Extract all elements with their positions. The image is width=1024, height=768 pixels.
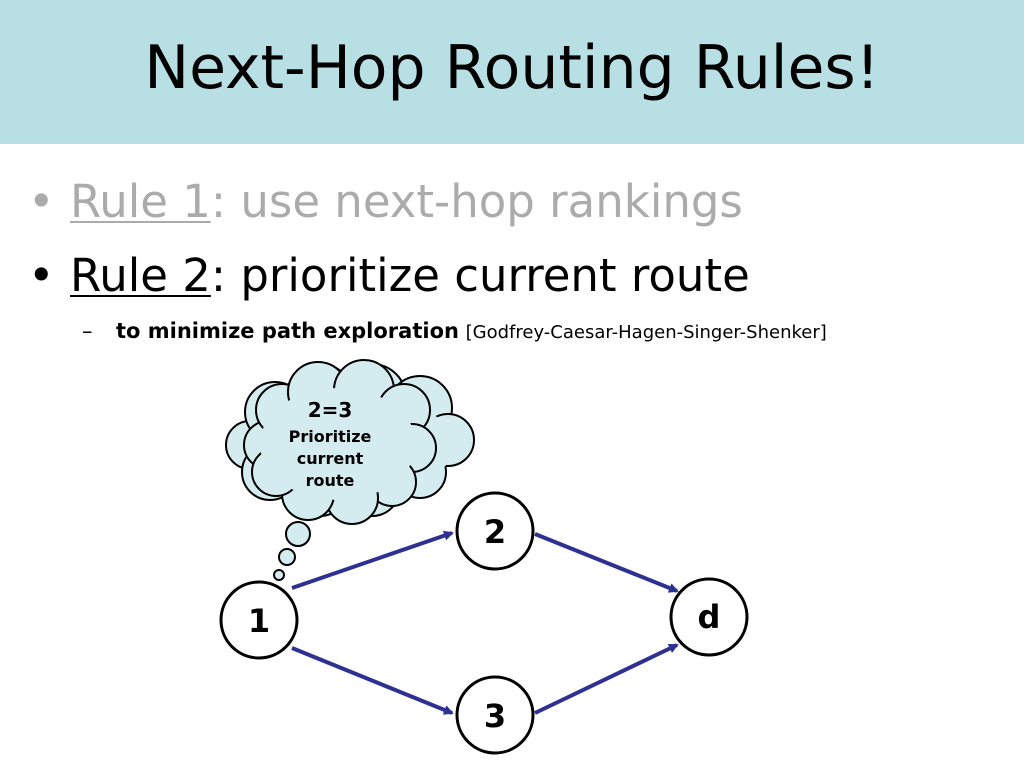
- bullet-rule-2: • Rule 2: prioritize current route: [28, 248, 750, 304]
- thought-line: current: [297, 449, 364, 468]
- node-circle: [219, 580, 299, 660]
- edge-1-to-2: [291, 530, 454, 590]
- thought-bubble-small: [273, 569, 285, 581]
- sub-bullet-marker: –: [82, 319, 93, 343]
- slide-title: Next-Hop Routing Rules!: [144, 33, 880, 103]
- node-label: 2: [484, 513, 506, 551]
- rule-1-link[interactable]: Rule 1: [70, 175, 211, 228]
- edge-2-to-d: [534, 532, 679, 593]
- rule-1-text: : use next-hop rankings: [210, 175, 743, 228]
- sub-bullet: –to minimize path exploration [Godfrey-C…: [82, 316, 827, 348]
- node-circle: [455, 491, 535, 571]
- edge-3-to-d: [534, 643, 679, 715]
- thought-line: route: [306, 471, 355, 490]
- node-label: 3: [484, 697, 506, 735]
- thought-heading: 2=3: [308, 398, 353, 422]
- node-2: 2: [455, 491, 535, 571]
- title-bar: Next-Hop Routing Rules!: [0, 0, 1024, 144]
- node-1: 1: [219, 580, 299, 660]
- node-circle: [669, 577, 749, 657]
- citation: [Godfrey-Caesar-Hagen-Singer-Shenker]: [465, 322, 827, 343]
- rule-2-link[interactable]: Rule 2: [70, 249, 211, 302]
- sub-bullet-text: to minimize path exploration: [116, 319, 459, 343]
- edge-1-to-3: [291, 646, 454, 715]
- bullet-marker: •: [28, 249, 55, 302]
- thought-cloud-center: [260, 388, 416, 500]
- node-label: 1: [248, 602, 270, 640]
- rule-2-text: : prioritize current route: [210, 249, 750, 302]
- thought-bubble-medium: [278, 548, 296, 566]
- thought-line: Prioritize: [289, 427, 372, 446]
- node-d: d: [669, 577, 749, 657]
- node-circle: [455, 675, 535, 755]
- bullet-marker: •: [28, 175, 55, 228]
- node-label: d: [698, 598, 721, 636]
- thought-bubble-large: [285, 521, 311, 547]
- node-3: 3: [455, 675, 535, 755]
- bullet-rule-1: • Rule 1: use next-hop rankings: [28, 174, 743, 230]
